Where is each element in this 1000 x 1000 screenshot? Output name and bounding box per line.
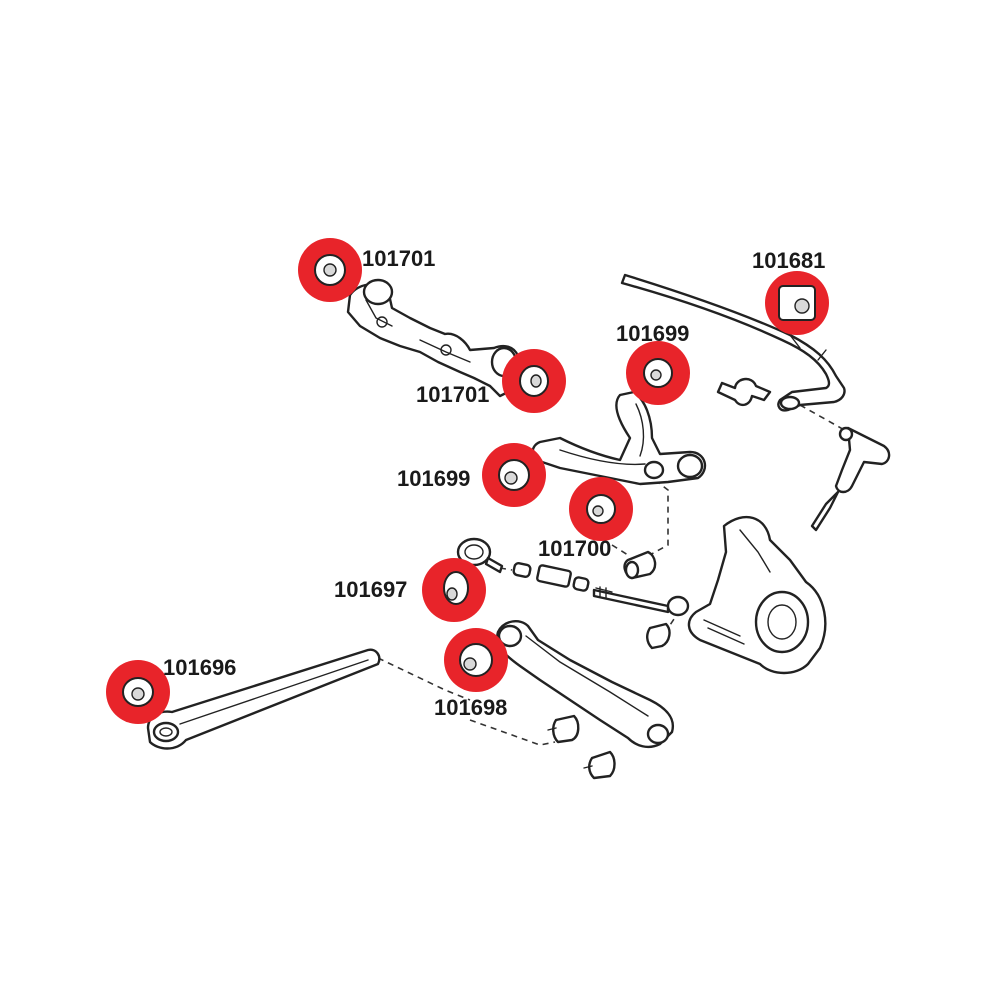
label-101701-upper: 101701 bbox=[362, 246, 436, 271]
stabilizer-bar bbox=[620, 273, 846, 412]
lower-control-arm bbox=[496, 620, 675, 749]
label-101700: 101700 bbox=[538, 536, 612, 561]
stabilizer-end-link bbox=[810, 426, 891, 532]
label-101698: 101698 bbox=[434, 695, 508, 720]
bushing-101699-upper bbox=[626, 341, 690, 405]
knuckle bbox=[687, 515, 827, 675]
label-101681: 101681 bbox=[752, 248, 826, 273]
label-101697: 101697 bbox=[334, 577, 408, 602]
toe-link bbox=[456, 537, 690, 617]
label-101696: 101696 bbox=[163, 655, 237, 680]
bushing-101700 bbox=[569, 477, 633, 541]
bushing-101681 bbox=[765, 271, 829, 335]
bushing-101701-upper bbox=[298, 238, 362, 302]
bushing-101699-lower bbox=[482, 443, 546, 507]
upper-control-arm bbox=[531, 390, 707, 486]
label-101699-lower: 101699 bbox=[397, 466, 471, 491]
label-101699-upper: 101699 bbox=[616, 321, 690, 346]
label-101701-lower: 101701 bbox=[416, 382, 490, 407]
subframe bbox=[346, 278, 524, 398]
stabilizer-clamp bbox=[716, 377, 772, 407]
bushing-101698 bbox=[444, 628, 508, 692]
bushing-101701-lower bbox=[502, 349, 566, 413]
small-bushings bbox=[547, 550, 671, 780]
bushing-101697 bbox=[422, 558, 486, 622]
bushing-101696 bbox=[106, 660, 170, 724]
